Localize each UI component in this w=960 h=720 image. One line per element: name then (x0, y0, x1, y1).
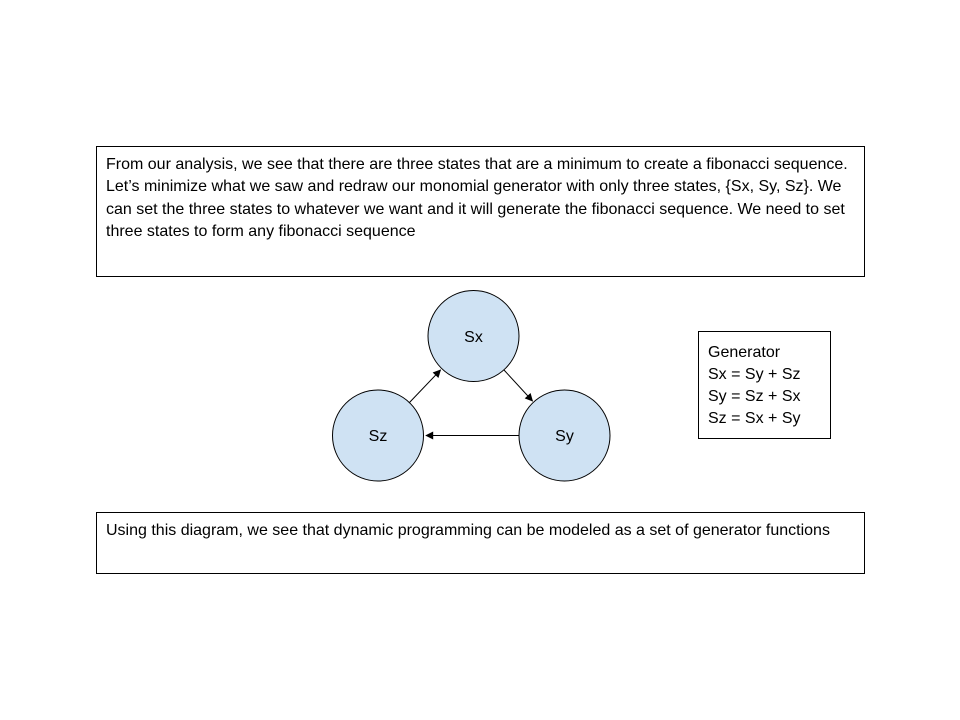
generator-box: Generator Sx = Sy + Sz Sy = Sz + Sx Sz =… (698, 331, 831, 439)
node-sx-label: Sx (464, 329, 483, 346)
edge-sx-to-sy (503, 369, 534, 402)
edge-sz-to-sx (408, 369, 442, 404)
node-sz (332, 389, 424, 482)
node-sz-label: Sz (369, 428, 388, 445)
generator-equation-sz: Sz = Sx + Sy (708, 410, 801, 427)
top-text: From our analysis, we see that there are… (106, 156, 848, 241)
node-sx (427, 290, 520, 382)
node-sy-label: Sy (555, 428, 574, 445)
generator-equation-sx: Sx = Sy + Sz (708, 366, 801, 383)
top-text-box: From our analysis, we see that there are… (96, 146, 865, 277)
generator-title: Generator (708, 344, 781, 361)
bottom-text: Using this diagram, we see that dynamic … (106, 522, 830, 539)
generator-equation-sy: Sy = Sz + Sx (708, 388, 801, 405)
bottom-text-box: Using this diagram, we see that dynamic … (96, 512, 865, 574)
